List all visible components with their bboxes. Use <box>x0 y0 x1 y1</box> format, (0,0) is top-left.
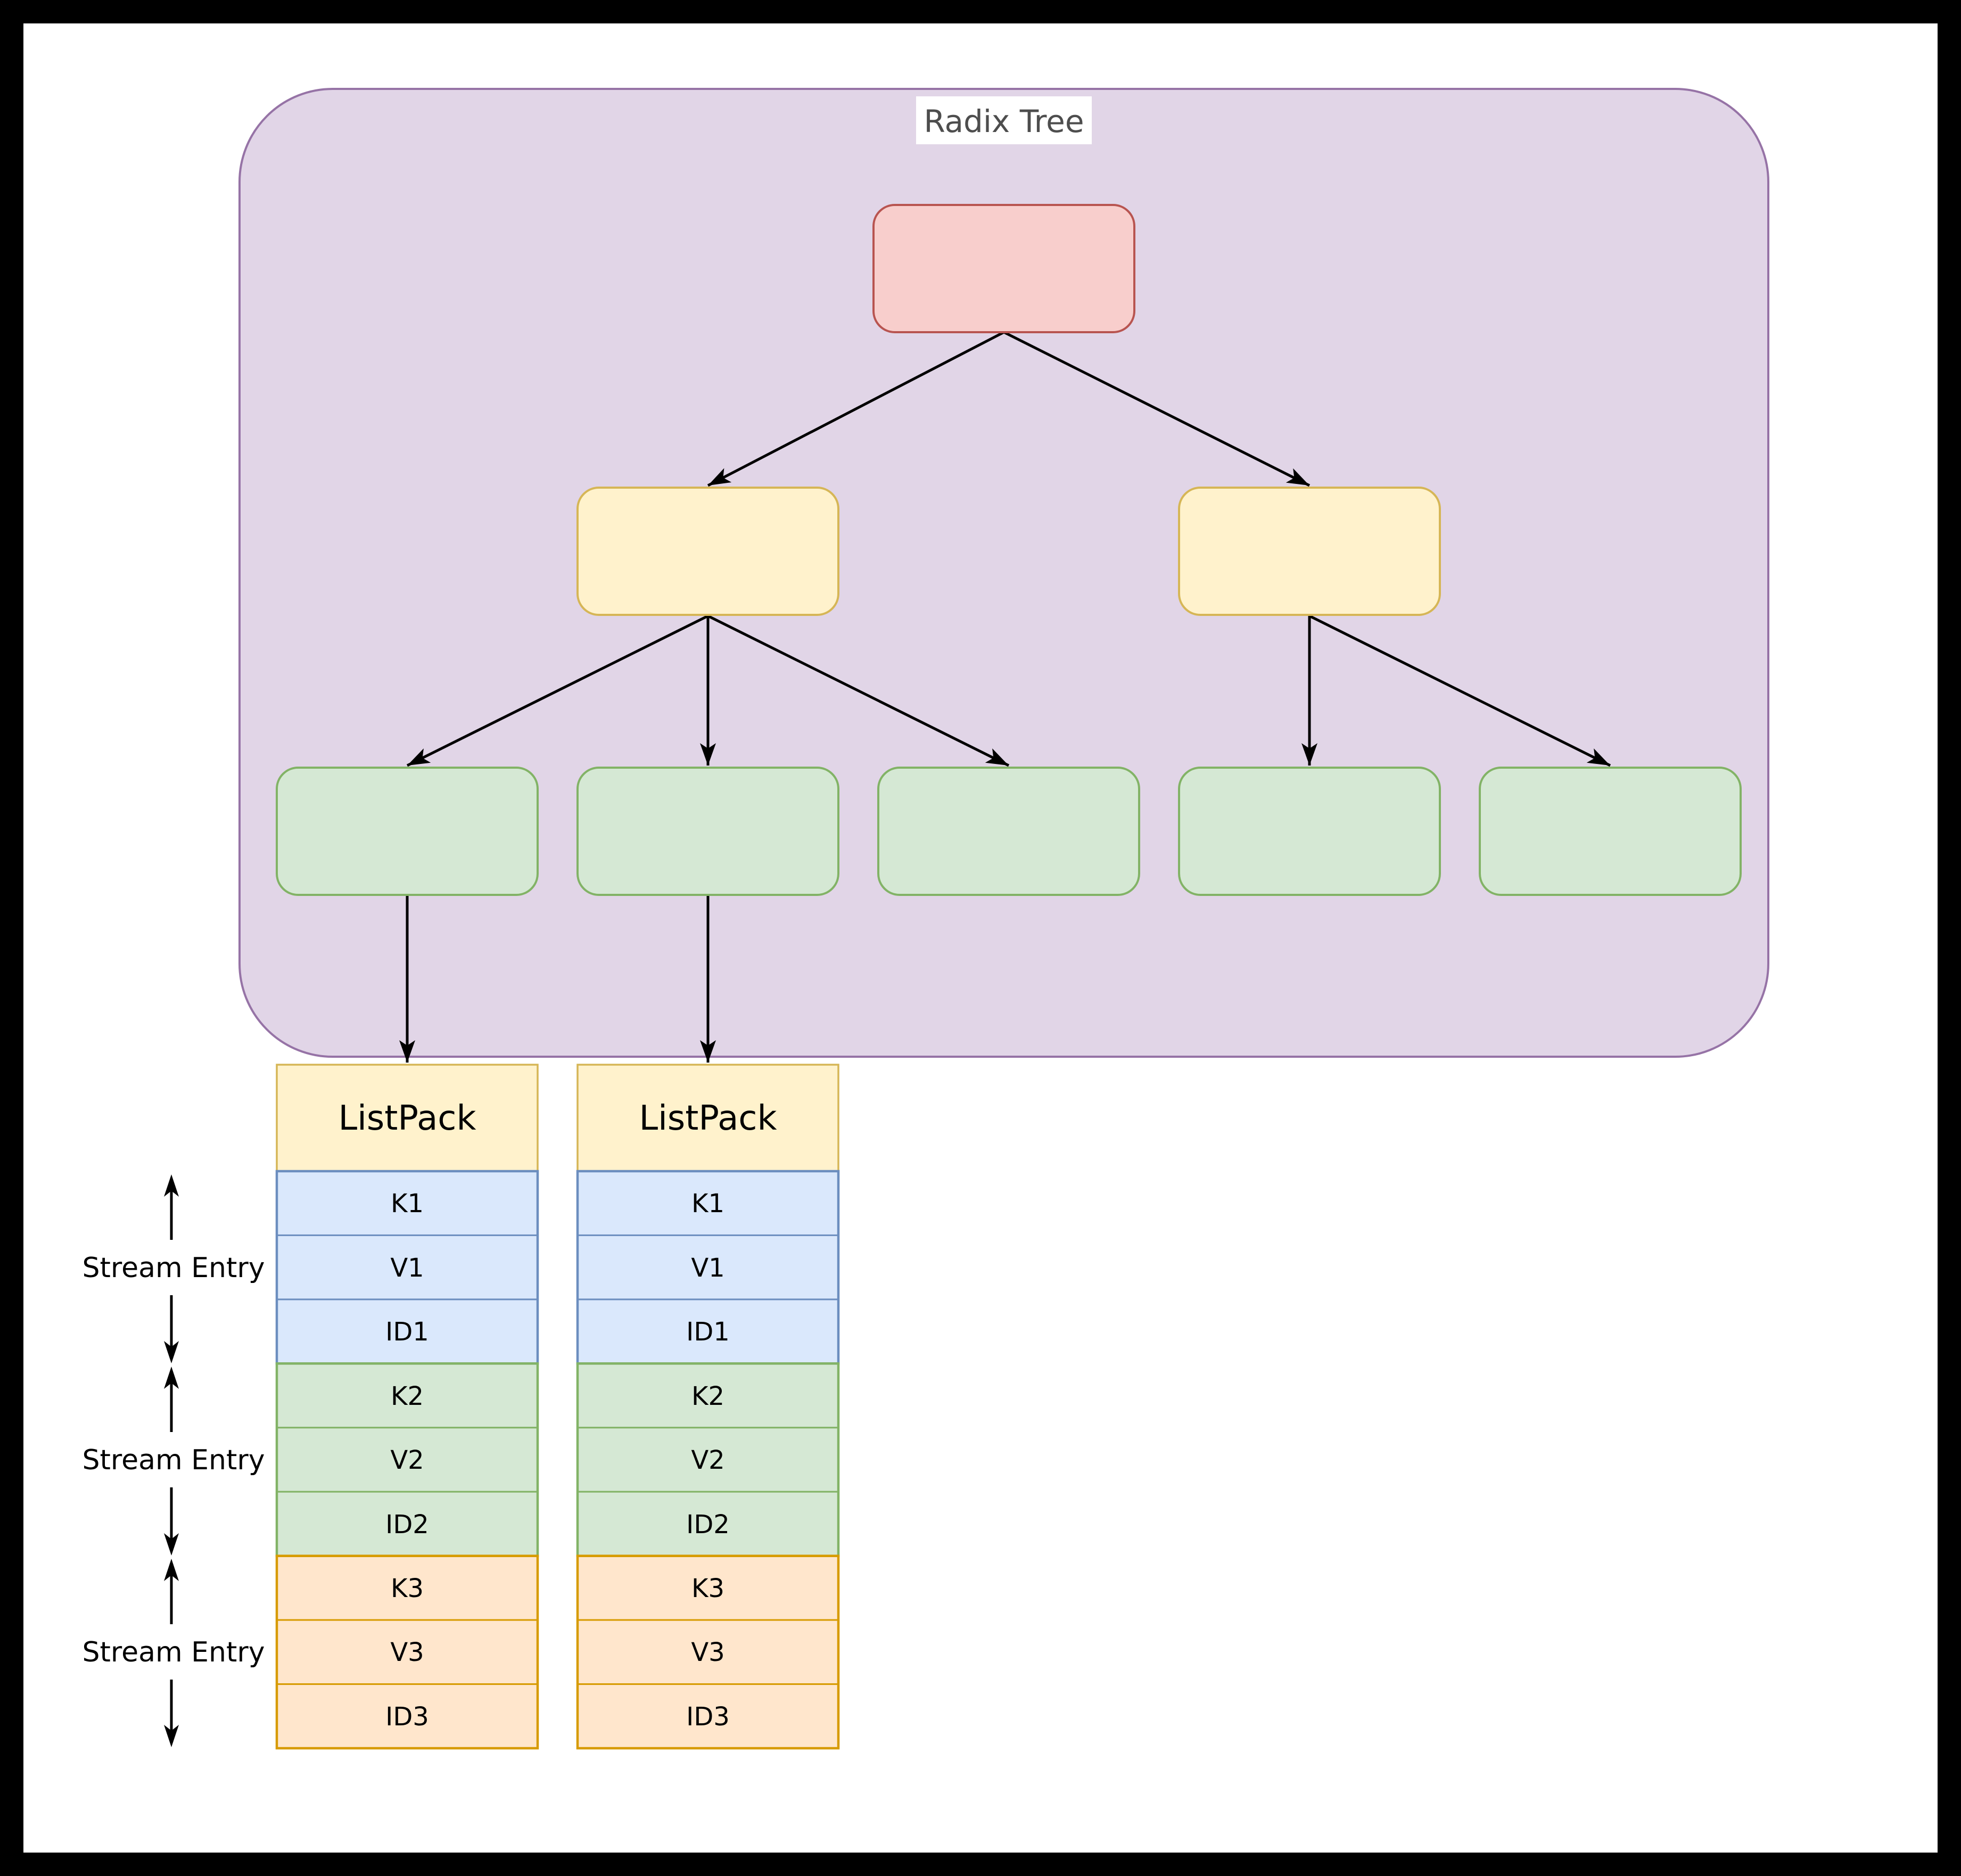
listpack-1-cell: ID1 <box>385 1317 429 1347</box>
listpack-2-cell: K1 <box>691 1189 724 1219</box>
edge-internal-left-to-leaf-1 <box>406 614 709 767</box>
listpack-2-entry-3-outline <box>576 1554 840 1750</box>
stream-entry-2-label-bg <box>73 1432 275 1487</box>
arrow-up-icon <box>164 1174 179 1197</box>
stream-entry-2-label: Stream Entry <box>82 1444 265 1476</box>
listpack-1-row-id1 <box>276 1298 539 1364</box>
listpack-2-cell: V3 <box>691 1638 724 1667</box>
edge-internal-left-to-leaf-3 <box>707 614 1010 767</box>
arrow-down-icon <box>164 1725 179 1747</box>
listpack-2-row-id2 <box>576 1491 839 1557</box>
stream-entry-annotation-3: Stream Entry <box>73 1559 275 1747</box>
arrow-up-icon <box>164 1559 179 1581</box>
listpack-2-cell: V2 <box>691 1445 724 1475</box>
listpack-2-row-id1 <box>576 1298 839 1364</box>
tree-node-root <box>872 204 1135 333</box>
listpack-2-row-v3 <box>576 1619 839 1685</box>
tree-node-leaf-5 <box>1479 767 1742 896</box>
arrow-down-icon <box>164 1341 179 1363</box>
listpack-1-entry-3-outline <box>275 1554 539 1750</box>
tree-node-leaf-2 <box>576 767 839 896</box>
listpack-2-cell: ID2 <box>686 1510 730 1540</box>
listpack-1-cell: K2 <box>391 1381 424 1411</box>
tree-node-leaf-3 <box>877 767 1140 896</box>
listpack-1-cell: K1 <box>391 1189 424 1219</box>
listpack-2-header <box>576 1064 839 1172</box>
listpack-1-cell: ID2 <box>385 1510 429 1540</box>
edge-internal-right-to-leaf-5 <box>1308 614 1611 767</box>
arrow-down-icon <box>164 1533 179 1556</box>
listpack-2-cell: K2 <box>691 1381 724 1411</box>
stream-entry-3-label: Stream Entry <box>82 1636 265 1668</box>
edge-root-to-internal-right <box>1003 331 1311 487</box>
listpack-1-cell: V2 <box>390 1445 424 1475</box>
tree-node-internal-right <box>1178 487 1441 616</box>
tree-node-internal-left <box>576 487 839 616</box>
listpack-1-header <box>276 1064 539 1172</box>
tree-node-leaf-1 <box>276 767 539 896</box>
listpack-1-row-v3 <box>276 1619 539 1685</box>
listpack-1-cell: V3 <box>390 1638 424 1667</box>
arrow-up-icon <box>164 1367 179 1389</box>
listpack-2-cell: V1 <box>691 1253 724 1283</box>
listpack-2-cell: ID1 <box>686 1317 730 1347</box>
radix-tree-title-bg <box>916 96 1092 144</box>
listpack-2-cell: ID3 <box>686 1702 730 1732</box>
stream-entry-3-label-bg <box>73 1624 275 1680</box>
listpack-1-row-v1 <box>276 1234 539 1301</box>
tree-node-leaf-4 <box>1178 767 1441 896</box>
stream-entry-annotation-1: Stream Entry <box>73 1174 275 1363</box>
listpack-2-cell: K3 <box>691 1574 724 1603</box>
listpack-2-title: ListPack <box>639 1099 777 1138</box>
listpack-1-cell: K3 <box>391 1574 424 1603</box>
listpack-1-cell: ID3 <box>385 1702 429 1732</box>
listpack-table-1: ListPack K1 V1 ID1 K2 V2 ID2 K3 V3 ID3 <box>275 1064 539 1750</box>
listpack-1-cell: V1 <box>390 1253 424 1283</box>
stream-entry-annotation-2: Stream Entry <box>73 1367 275 1556</box>
listpack-1-title: ListPack <box>338 1099 476 1138</box>
listpack-table-2: ListPack K1 V1 ID1 K2 V2 ID2 K3 V3 ID3 <box>576 1064 840 1750</box>
stream-entry-1-label-bg <box>73 1240 275 1295</box>
listpack-2-row-k2 <box>576 1362 839 1429</box>
listpack-1-row-k3 <box>276 1555 539 1621</box>
stream-entry-1-label: Stream Entry <box>82 1252 265 1284</box>
edge-root-to-internal-left <box>707 331 1005 487</box>
listpack-2-row-v1 <box>576 1234 839 1301</box>
listpack-1-row-k2 <box>276 1362 539 1429</box>
radix-tree-title: Radix Tree <box>924 103 1084 139</box>
